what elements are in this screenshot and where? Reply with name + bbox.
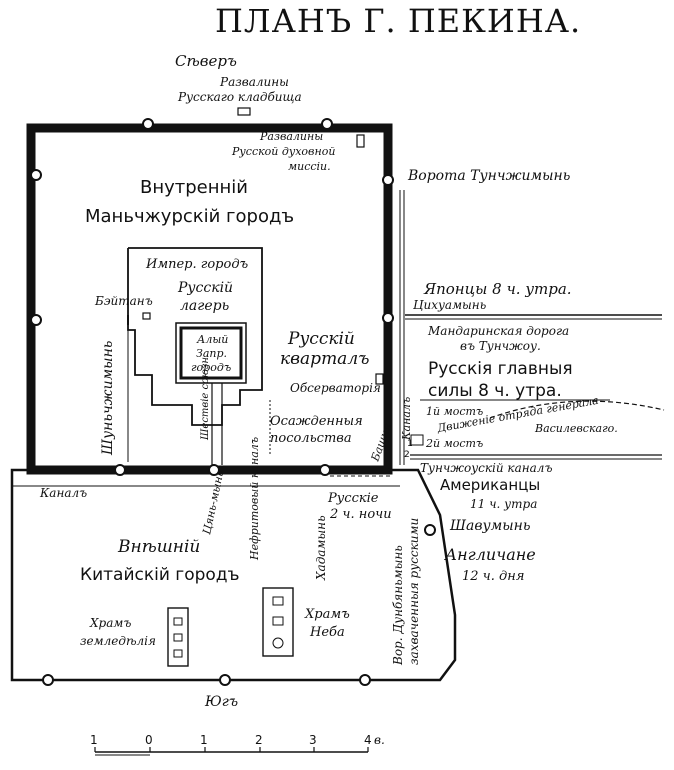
scale-tick-4: 3 — [309, 733, 317, 747]
red-label: Алый — [196, 333, 228, 346]
jade-canal-label: Нефритовый каналъ — [248, 437, 261, 561]
outer-city-line1: Внѣшній — [117, 537, 200, 557]
scale-unit: в. — [374, 733, 385, 747]
cemetery-ruins-line2: Русскаго кладбища — [177, 90, 302, 104]
temple-agriculture-outline — [167, 607, 189, 667]
inner-city-label-line1: Внутренній — [140, 177, 248, 198]
procession-label: Шествіе союзн. — [200, 354, 211, 441]
cemetery-ruins-line1: Развалины — [219, 75, 289, 89]
outer-city-gates — [42, 464, 436, 686]
temple-agriculture-line2: земледѣлія — [80, 634, 156, 648]
scale-tick-5: 4 — [364, 733, 372, 747]
russians-night-line2: 2 ч. ночи — [329, 507, 392, 522]
japanese-label: Японцы 8 ч. утра. — [423, 280, 572, 298]
mandarin-road-line2: въ Тунчжоу. — [460, 339, 541, 353]
mission-ruins-line3: миссіи. — [288, 160, 331, 173]
inner-city-wall — [26, 123, 393, 475]
north-label: Сѣверъ — [175, 52, 237, 70]
cemetery-marker — [237, 107, 251, 116]
mandarin-road-line1: Мандаринская дорога — [427, 324, 569, 338]
observatory-marker — [375, 373, 384, 385]
map-title: ПЛАНЪ Г. ПЕКИНА. — [215, 2, 581, 40]
besieged-line1: Осажденныя — [270, 414, 363, 429]
mission-ruins-line2: Русской духовной — [231, 145, 335, 158]
russian-camp-line1: Русскій — [177, 280, 233, 296]
bridge2-label: 2й мостъ — [425, 437, 483, 450]
canal-south-label: Каналъ — [39, 486, 87, 500]
scale-tick-2: 1 — [200, 733, 208, 747]
canal-vertical-label: Каналъ — [400, 397, 413, 441]
russian-quarter-line2: кварталъ — [280, 349, 369, 369]
scale-tick-1: 0 — [145, 733, 153, 747]
mission-marker — [356, 134, 365, 148]
beitang-label: Бэйтанъ — [94, 294, 153, 308]
outer-city-wall — [10, 468, 457, 682]
movement-route — [489, 400, 665, 419]
scale-tick-0: 1 — [90, 733, 98, 747]
forbidden-city-wall — [179, 326, 243, 380]
tungzhou-canal-label: Тунчжоускій каналъ — [420, 461, 552, 475]
russian-main-line2: силы 8 ч. утра. — [428, 381, 562, 401]
dunbian-gate-line1: Вор. Дунбяньмынь — [391, 545, 405, 666]
bridge1-label: 1й мостъ — [426, 405, 483, 418]
british-line2: 12 ч. дня — [462, 569, 524, 584]
outer-city-line2: Китайскій городъ — [80, 565, 240, 585]
mission-ruins-line1: Развалины — [259, 130, 323, 143]
observatory-label: Обсерваторія — [290, 381, 381, 395]
temple-heaven-outline — [262, 587, 294, 657]
russian-quarter-line1: Русскій — [287, 329, 355, 349]
south-label: Югъ — [204, 694, 238, 710]
scale-tick-3: 2 — [255, 733, 263, 747]
scale-bar: 1 0 1 2 3 4 в. — [90, 733, 385, 756]
shunchzhimyn-label: Шуньчжимынь — [100, 341, 116, 456]
americans-line1: Американцы — [440, 476, 540, 494]
americans-line2: 11 ч. утра — [470, 497, 537, 511]
russian-main-line1: Русскія главныя — [428, 359, 573, 379]
hadamyn-label: Хадамынь — [314, 515, 328, 581]
temple-heaven-line2: Неба — [309, 625, 345, 640]
imperial-city-label: Импер. городъ — [145, 257, 249, 272]
forbidden-city-line1: Запр. — [196, 347, 227, 360]
imperial-city-wall — [127, 247, 263, 426]
russian-camp-line2: лагерь — [180, 298, 229, 314]
british-line1: Англичане — [444, 545, 536, 564]
cihuamyn-label: Цихуамынь — [413, 298, 486, 312]
temple-agriculture-line1: Храмъ — [89, 616, 131, 630]
inner-city-gates — [30, 118, 394, 326]
forbidden-city-outer — [175, 322, 247, 384]
forbidden-city-line2: городъ — [191, 361, 231, 374]
marker-2: 2 — [404, 450, 410, 460]
marker-1: 1 — [407, 439, 413, 449]
beitang-marker — [142, 312, 151, 320]
cyanmyn-label: Цянь-мынь — [200, 469, 226, 535]
dunbian-gate-line2: захваченныя русскими — [407, 518, 421, 665]
inner-city-label-line2: Маньчжурскій городъ — [85, 206, 294, 227]
tungzhimyn-gate-label: Ворота Тунчжимынь — [407, 168, 570, 184]
russians-night-line1: Русскіе — [327, 491, 379, 506]
shavumyn-label: Шавумынь — [449, 518, 530, 534]
movement-line2: Василевскаго. — [534, 422, 618, 435]
temple-heaven-line1: Храмъ — [304, 607, 350, 622]
besieged-line2: посольства — [270, 431, 352, 446]
